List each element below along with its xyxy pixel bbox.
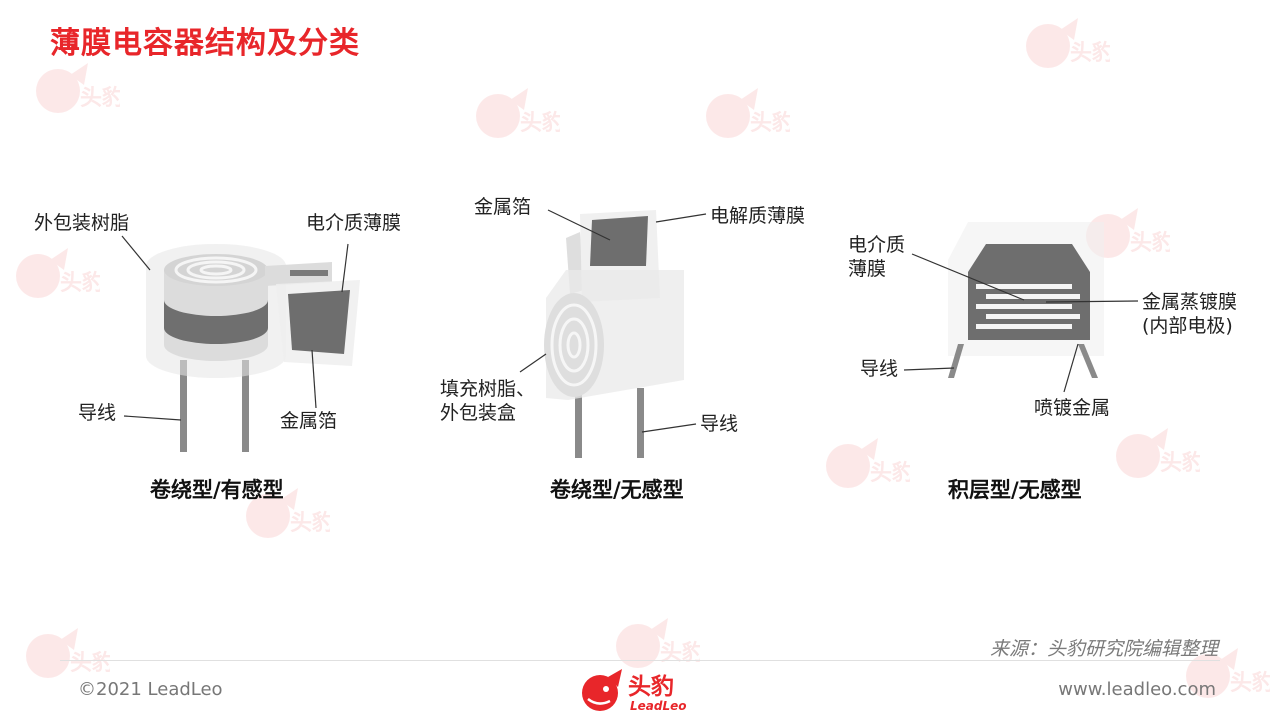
wound-noninductive-capacitor-illustration [519, 209, 707, 458]
leader-line [311, 349, 317, 409]
label-metal-foil: 金属箔 [280, 410, 338, 432]
label-dielectric-film: 电介质 薄膜 [848, 234, 906, 280]
leader-line [1063, 343, 1079, 393]
page-title: 薄膜电容器结构及分类 [50, 26, 360, 61]
diagram-caption: 积层型/无感型 [948, 478, 1082, 502]
label-resin: 外包装树脂 [34, 212, 130, 234]
leopard-head-icon [582, 669, 622, 711]
lead-wire [1078, 344, 1098, 378]
label-lead: 导线 [860, 358, 899, 380]
brand-logo: 头豹 LeadLeo [576, 663, 706, 719]
wound-inductive-capacitor-illustration [121, 235, 360, 452]
stacked-capacitor-illustration [903, 222, 1139, 393]
lead-wire [242, 360, 249, 452]
website-url: www.leadleo.com [1058, 679, 1216, 700]
label-lead: 导线 [700, 413, 739, 435]
label-dielectric-film: 电介质薄膜 [306, 212, 402, 234]
metal-foil-sheet [288, 290, 350, 354]
leader-line [341, 243, 349, 293]
logo-text: 头豹 [628, 674, 674, 700]
metal-foil-band [164, 300, 268, 344]
lead-wire [575, 388, 582, 458]
metal-foil-sheet [590, 216, 648, 266]
label-metal-deposition: 金属蒸镀膜 (内部电极) [1142, 291, 1238, 337]
lead-wire [637, 388, 644, 458]
label-electrolyte-film: 电解质薄膜 [710, 205, 806, 227]
label-sprayed-metal: 喷镀金属 [1034, 397, 1111, 419]
label-lead: 导线 [78, 402, 117, 424]
leader-line [1045, 300, 1139, 303]
leader-line [641, 423, 697, 433]
diagram-caption: 卷绕型/无感型 [550, 478, 684, 502]
leader-line [519, 353, 547, 373]
leader-line [655, 213, 707, 223]
leader-line [121, 235, 151, 271]
source-note: 来源：头豹研究院编辑整理 [989, 638, 1218, 660]
lead-wire [180, 360, 187, 452]
label-metal-foil: 金属箔 [474, 196, 532, 218]
copyright: ©2021 LeadLeo [78, 679, 223, 700]
lead-wire [948, 344, 964, 378]
label-fill-resin: 填充树脂、 外包装盒 [440, 378, 536, 424]
diagram-caption: 卷绕型/有感型 [150, 478, 284, 502]
leader-line [903, 367, 955, 371]
leader-line [123, 415, 182, 421]
logo-subtext: LeadLeo [630, 699, 687, 713]
leader-line [547, 209, 611, 241]
footer-divider [60, 660, 1220, 661]
leader-line [911, 253, 1025, 301]
